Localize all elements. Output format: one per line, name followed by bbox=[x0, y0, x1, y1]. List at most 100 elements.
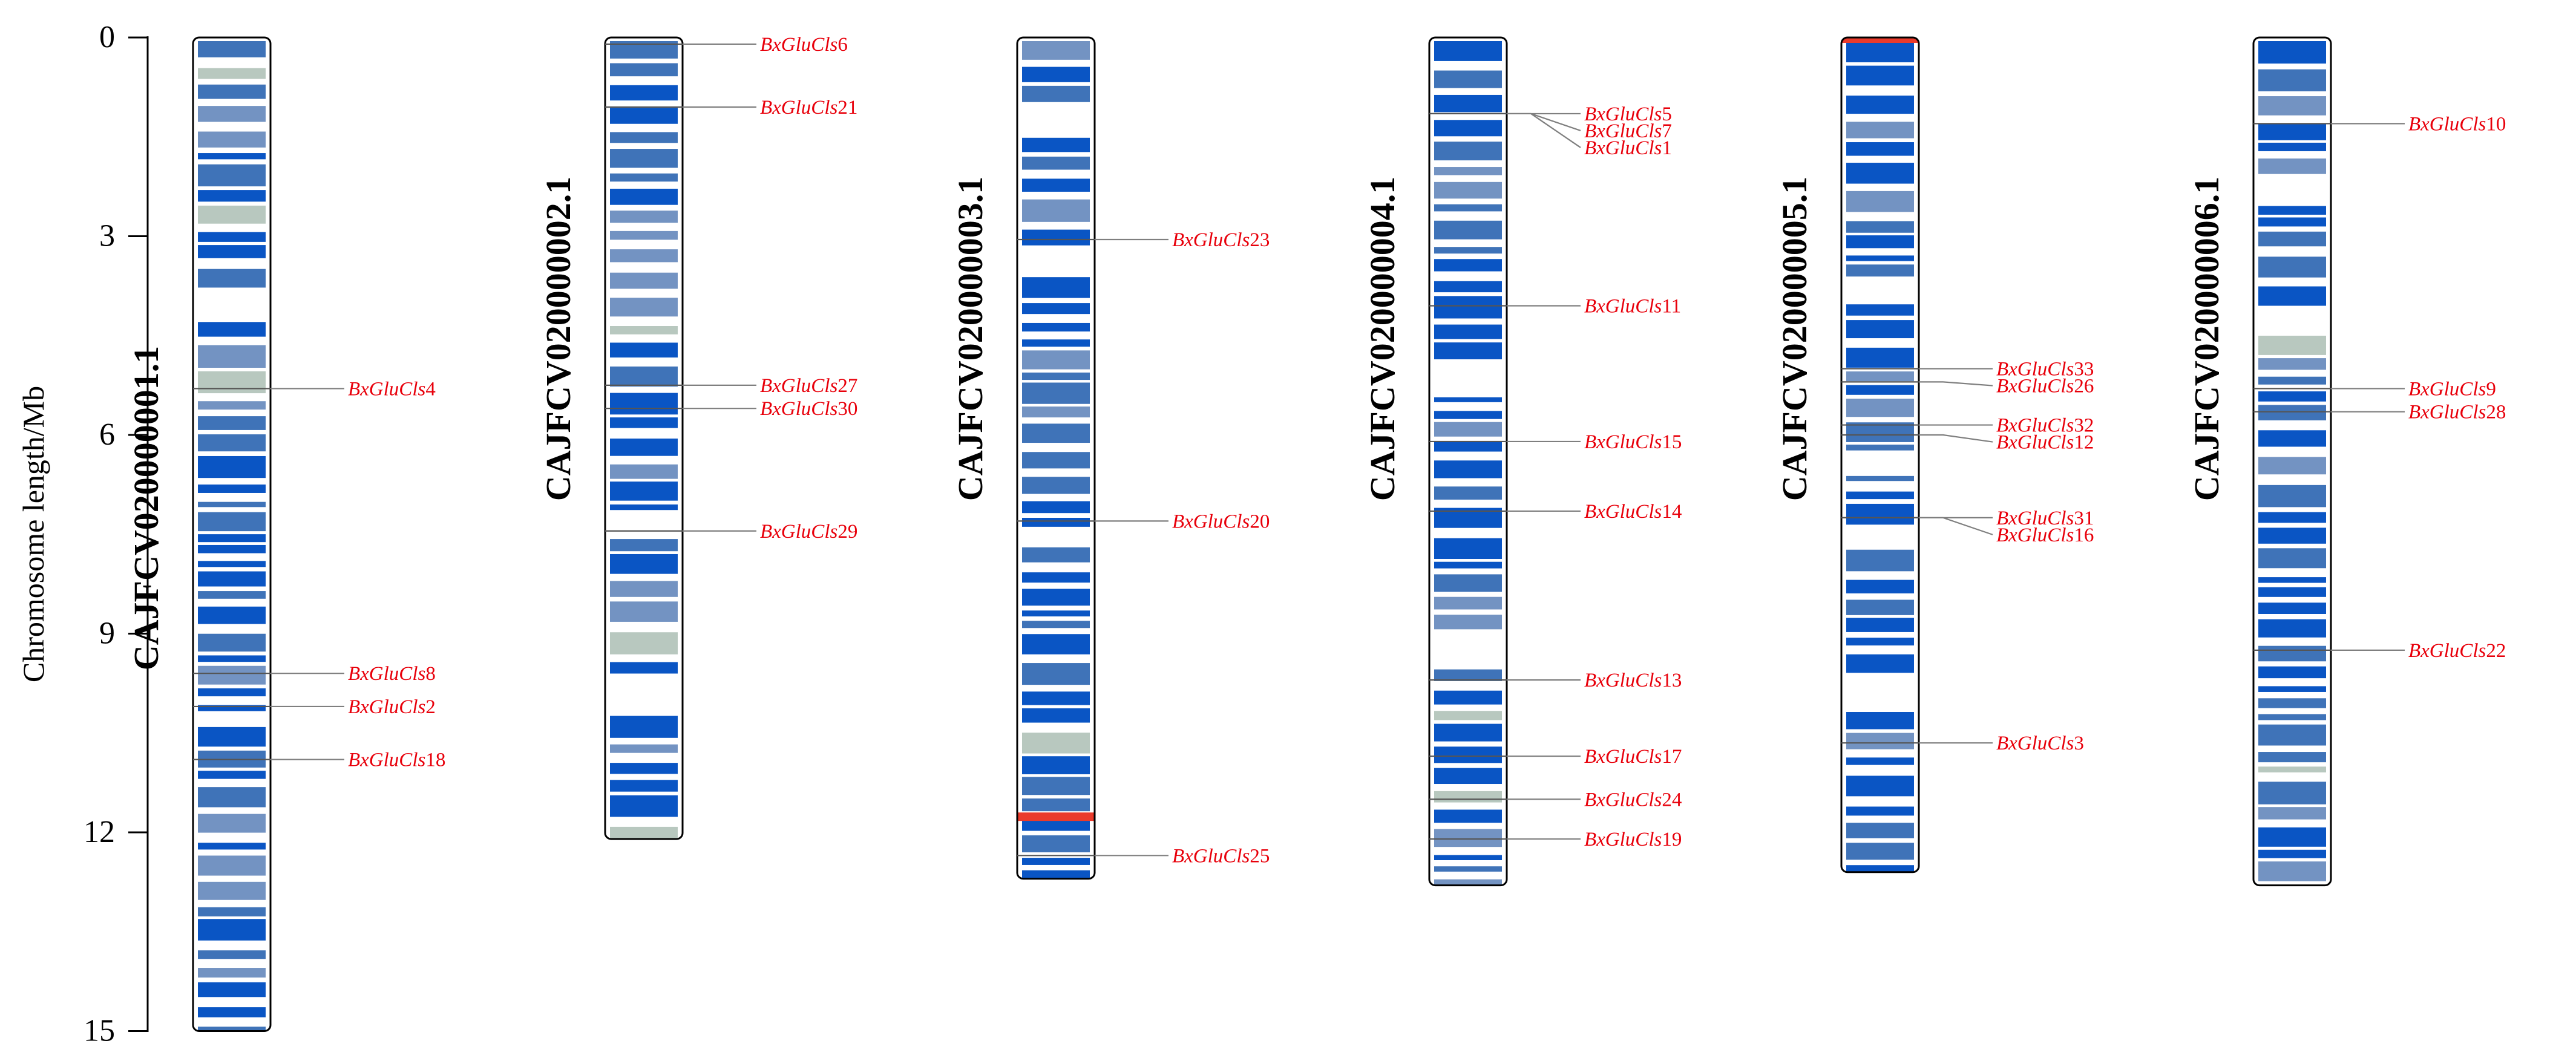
gene-label: BxGluCls9 bbox=[2408, 378, 2496, 400]
gene-label: BxGluCls20 bbox=[1172, 511, 1270, 532]
band bbox=[198, 164, 266, 187]
band bbox=[1846, 775, 1914, 797]
gene-label: BxGluCls33 bbox=[1996, 359, 2094, 380]
band bbox=[610, 662, 678, 674]
band bbox=[610, 173, 678, 182]
band bbox=[1022, 178, 1090, 192]
chromosome-name: CAJFCV020000004.1 bbox=[1363, 177, 1402, 501]
gene-number: 30 bbox=[837, 398, 857, 420]
band bbox=[1434, 711, 1502, 720]
band bbox=[1434, 879, 1502, 886]
band bbox=[1434, 791, 1502, 803]
band bbox=[1434, 411, 1502, 419]
band bbox=[1434, 866, 1502, 872]
band bbox=[198, 245, 266, 258]
y-tick-label: 3 bbox=[99, 219, 115, 253]
gene-prefix: BxGluCls bbox=[760, 34, 837, 56]
band bbox=[1022, 199, 1090, 222]
band bbox=[2258, 256, 2326, 278]
gene-label: BxGluCls8 bbox=[348, 663, 436, 685]
band bbox=[198, 544, 266, 553]
gene-number: 31 bbox=[2074, 508, 2094, 529]
gene-number: 13 bbox=[1662, 670, 1682, 691]
gene-prefix: BxGluCls bbox=[348, 749, 425, 771]
gene-prefix: BxGluCls bbox=[2408, 378, 2486, 400]
band bbox=[1022, 756, 1090, 774]
band bbox=[1434, 397, 1502, 402]
band bbox=[198, 455, 266, 478]
gene-prefix: BxGluCls bbox=[1584, 431, 1662, 453]
y-tick-label: 15 bbox=[84, 1014, 115, 1048]
band bbox=[198, 41, 266, 57]
gene-prefix: BxGluCls bbox=[760, 97, 837, 119]
gene-prefix: BxGluCls bbox=[1584, 501, 1662, 523]
band bbox=[610, 298, 678, 317]
gene-number: 26 bbox=[2074, 376, 2094, 397]
band bbox=[1846, 320, 1914, 339]
band bbox=[610, 439, 678, 456]
band bbox=[610, 632, 678, 655]
band bbox=[1022, 777, 1090, 795]
band bbox=[2258, 430, 2326, 447]
band bbox=[2258, 619, 2326, 638]
gene-number: 11 bbox=[1662, 295, 1681, 317]
gene-number: 7 bbox=[1662, 120, 1672, 142]
band bbox=[610, 464, 678, 479]
band bbox=[610, 795, 678, 817]
gene-label: BxGluCls24 bbox=[1584, 789, 1682, 811]
band bbox=[1434, 167, 1502, 175]
gene-number: 6 bbox=[837, 34, 848, 56]
band bbox=[610, 716, 678, 738]
band bbox=[610, 132, 678, 143]
band bbox=[198, 787, 266, 808]
gene-prefix: BxGluCls bbox=[1584, 295, 1662, 317]
band bbox=[1022, 382, 1090, 404]
band bbox=[1846, 221, 1914, 233]
band bbox=[198, 571, 266, 587]
chromosome-outline bbox=[604, 36, 684, 840]
band bbox=[1434, 41, 1502, 61]
gene-label: BxGluCls10 bbox=[2408, 113, 2506, 135]
chromosome: CAJFCV020000002.1BxGluCls6BxGluCls21BxGl… bbox=[539, 34, 857, 840]
gene-prefix: BxGluCls bbox=[1584, 103, 1662, 125]
chromosome-bands bbox=[2253, 38, 2331, 886]
band bbox=[198, 843, 266, 850]
band bbox=[2258, 602, 2326, 614]
band bbox=[1434, 574, 1502, 592]
chromosome-outline bbox=[1016, 36, 1096, 880]
band bbox=[2258, 41, 2326, 64]
band bbox=[2258, 231, 2326, 247]
gene-prefix: BxGluCls bbox=[760, 375, 837, 397]
gene-label: BxGluCls28 bbox=[2408, 402, 2506, 423]
band bbox=[198, 205, 266, 224]
band bbox=[198, 655, 266, 662]
gene-label: BxGluCls27 bbox=[760, 375, 857, 397]
chromosome-name: CAJFCV020000005.1 bbox=[1775, 177, 1814, 501]
band bbox=[1434, 422, 1502, 437]
band bbox=[2258, 485, 2326, 508]
band bbox=[198, 534, 266, 543]
chromosome-name: CAJFCV020000006.1 bbox=[2187, 177, 2226, 501]
band bbox=[1846, 95, 1914, 114]
band bbox=[1022, 350, 1090, 370]
band bbox=[2258, 391, 2326, 402]
chromosome-outline bbox=[1428, 36, 1508, 887]
band bbox=[198, 591, 266, 599]
band bbox=[1434, 70, 1502, 88]
band bbox=[1846, 264, 1914, 277]
band bbox=[2258, 527, 2326, 544]
band bbox=[2258, 69, 2326, 91]
band bbox=[1434, 94, 1502, 113]
gene-prefix: BxGluCls bbox=[1584, 789, 1662, 811]
gene-label: BxGluCls13 bbox=[1584, 670, 1682, 691]
band bbox=[1846, 712, 1914, 730]
band bbox=[1022, 277, 1090, 298]
band bbox=[2258, 335, 2326, 355]
band bbox=[1846, 475, 1914, 482]
band bbox=[2258, 405, 2326, 420]
band bbox=[2258, 698, 2326, 708]
band bbox=[610, 211, 678, 223]
band bbox=[1434, 669, 1502, 681]
band bbox=[2258, 861, 2326, 881]
gene-label: BxGluCls32 bbox=[1996, 415, 2094, 437]
